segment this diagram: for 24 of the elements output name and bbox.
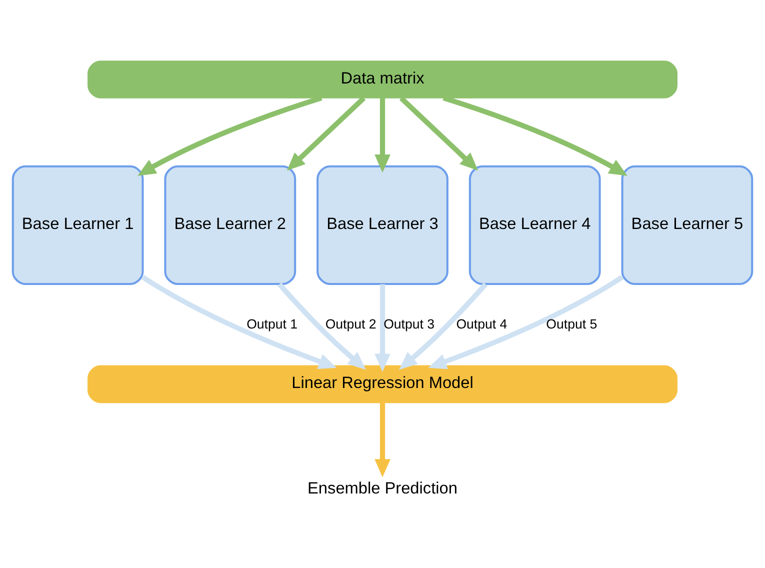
arrow bbox=[141, 274, 337, 369]
node-box: Linear Regression Model bbox=[88, 364, 678, 403]
arrow bbox=[138, 95, 322, 176]
node-box: Base Learner 4 bbox=[468, 164, 601, 285]
arrow bbox=[278, 282, 366, 370]
arrow bbox=[286, 96, 366, 170]
arrow bbox=[399, 96, 478, 170]
arrow bbox=[428, 274, 624, 369]
arrow bbox=[374, 98, 390, 172]
node-box: Base Learner 5 bbox=[621, 164, 754, 285]
edge-label: Output 1 bbox=[246, 316, 298, 331]
arrow bbox=[374, 284, 390, 372]
node-text: Ensemble Prediction bbox=[308, 478, 458, 497]
arrow bbox=[442, 95, 628, 176]
edge-label: Output 4 bbox=[456, 316, 508, 331]
node-box: Data matrix bbox=[88, 60, 678, 98]
node-box: Base Learner 1 bbox=[12, 164, 144, 285]
edge-label: Output 2 bbox=[325, 316, 376, 331]
arrow bbox=[374, 402, 390, 477]
node-box: Base Learner 3 bbox=[316, 164, 448, 285]
arrow bbox=[399, 282, 488, 370]
edge-label: Output 5 bbox=[546, 316, 598, 331]
edge-label: Output 3 bbox=[384, 316, 435, 331]
node-box: Base Learner 2 bbox=[164, 164, 296, 285]
